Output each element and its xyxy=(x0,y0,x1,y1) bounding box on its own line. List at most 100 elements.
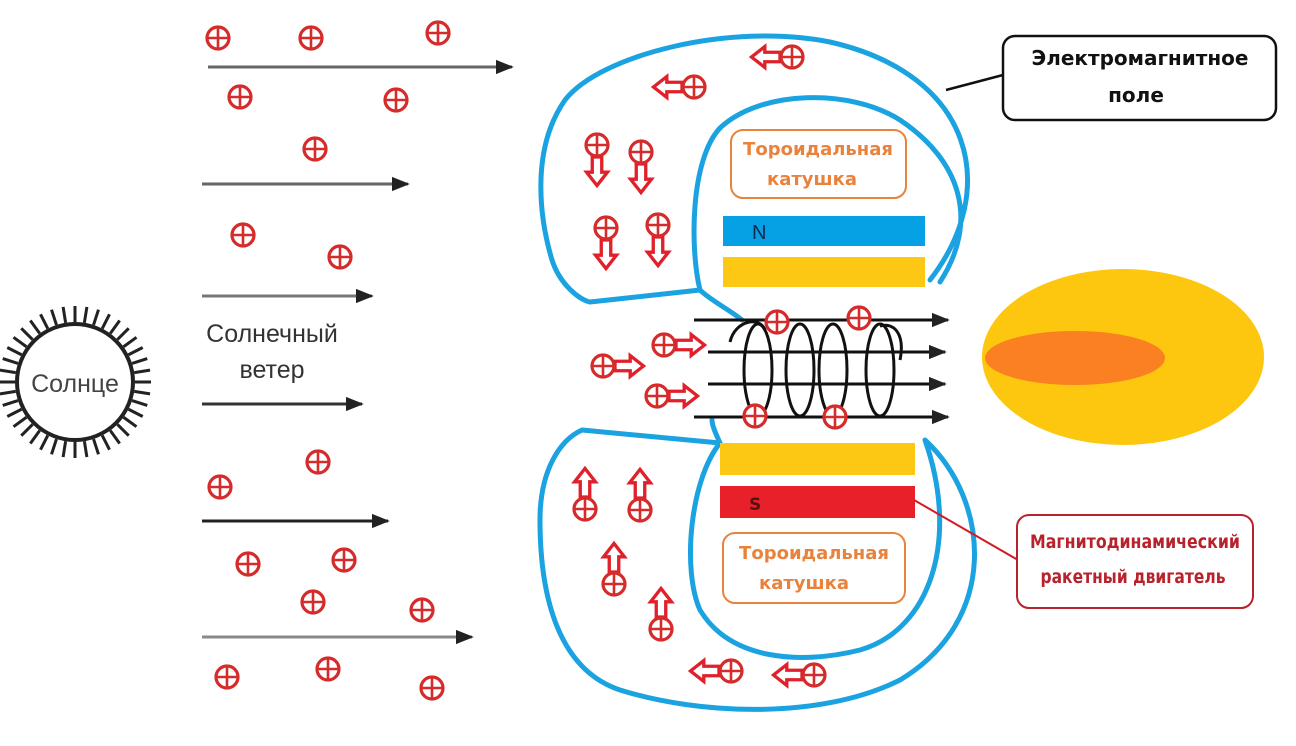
magnet-yellow-top xyxy=(723,257,925,287)
sun-ray xyxy=(2,357,19,365)
coil-bottom-line2: катушка xyxy=(759,573,849,594)
arrow-up-icon xyxy=(572,466,598,499)
field-line-upper-inner xyxy=(697,287,745,323)
proton-icon xyxy=(742,403,768,429)
proton-icon xyxy=(648,616,674,642)
coil-top-line1: Тороидальная xyxy=(743,139,893,160)
proton-with-arrow xyxy=(645,212,671,268)
sun-ray xyxy=(20,327,34,341)
solar-wind-label-line2: ветер xyxy=(239,356,304,384)
engine-callout: Магнитодинамический ракетный двигатель xyxy=(913,499,1254,609)
sun-ray xyxy=(6,407,23,418)
arrow-right-icon xyxy=(613,353,646,379)
arrow-right-icon xyxy=(667,383,700,409)
proton-icon xyxy=(207,474,233,500)
em-field-line1: Электромагнитное xyxy=(1032,46,1249,70)
proton-with-arrow xyxy=(648,586,674,642)
sun-ray xyxy=(131,399,148,407)
proton-icon xyxy=(298,25,324,51)
proton-icon xyxy=(584,132,610,158)
field-line-upper-outer xyxy=(538,33,971,305)
sun-ray xyxy=(109,319,121,335)
arrow-down-icon xyxy=(593,238,619,271)
sun-ray xyxy=(122,336,138,348)
arrow-up-icon xyxy=(627,467,653,500)
sun-ray xyxy=(82,441,89,458)
sun-ray xyxy=(29,319,41,335)
arrow-down-icon xyxy=(628,162,654,195)
proton-icon xyxy=(628,139,654,165)
electromagnetic-field-lines xyxy=(537,33,977,712)
proton-with-arrow xyxy=(651,332,707,358)
proton-with-arrow xyxy=(644,383,700,409)
proton-icon xyxy=(846,305,872,331)
proton-icon xyxy=(645,212,671,238)
arrow-left-icon xyxy=(771,662,804,688)
arrow-up-icon xyxy=(601,541,627,574)
magnet-north-label: N xyxy=(752,222,766,244)
sun-ray xyxy=(50,309,58,326)
engine-line1: Магнитодинамический xyxy=(1030,531,1240,553)
proton-icon xyxy=(590,353,616,379)
proton-with-arrow xyxy=(749,44,805,70)
field-line-lower-outer xyxy=(537,427,977,712)
proton-icon xyxy=(205,25,231,51)
sun-ray xyxy=(82,306,89,323)
proton-icon xyxy=(302,136,328,162)
proton-icon xyxy=(235,551,261,577)
proton-icon xyxy=(681,74,707,100)
sun-ray xyxy=(61,441,68,458)
proton-icon xyxy=(419,675,445,701)
sun-label: Солнце xyxy=(31,370,119,398)
sun-ray xyxy=(122,416,138,428)
sun-ray xyxy=(39,434,50,451)
proton-icon xyxy=(627,497,653,523)
proton-with-arrow xyxy=(771,662,827,688)
proton-icon xyxy=(601,571,627,597)
arrow-left-icon xyxy=(688,658,721,684)
magnet-south-block: S xyxy=(720,486,915,518)
proton-with-arrow xyxy=(572,466,598,522)
sun-ray xyxy=(109,429,121,445)
proton-icon xyxy=(644,383,670,409)
engine-line2: ракетный двигатель xyxy=(1041,566,1226,588)
arrow-down-icon xyxy=(645,235,671,268)
sun-ray xyxy=(100,313,111,330)
sun-icon xyxy=(0,306,151,458)
arrow-right-icon xyxy=(674,332,707,358)
proton-icon xyxy=(409,597,435,623)
sun-ray xyxy=(0,368,16,375)
proton-icon xyxy=(572,496,598,522)
proton-with-arrow xyxy=(651,74,707,100)
sun-ray xyxy=(6,346,23,357)
proton-icon xyxy=(593,215,619,241)
arrow-down-icon xyxy=(584,155,610,188)
proton-icon xyxy=(801,662,827,688)
sun-ray xyxy=(92,438,100,455)
arrow-left-icon xyxy=(749,44,782,70)
sun-ray xyxy=(127,346,144,357)
sun-ray xyxy=(0,389,16,396)
plasma-plume xyxy=(982,269,1264,445)
proton-icon xyxy=(315,656,341,682)
proton-with-arrow xyxy=(627,467,653,523)
em-field-callout: Электромагнитное поле xyxy=(945,34,1278,122)
sun-ray xyxy=(92,309,100,326)
sun-ray xyxy=(2,399,19,407)
proton-with-arrow xyxy=(593,215,619,271)
magnet-yellow-bottom xyxy=(720,443,915,475)
solenoid-core xyxy=(694,312,950,425)
sun-ray xyxy=(61,306,68,323)
field-line-lower-inner xyxy=(709,417,723,446)
proton-icon xyxy=(305,449,331,475)
arrow-up-icon xyxy=(648,586,674,619)
solar-wind: Солнечный ветер xyxy=(202,59,514,645)
em-field-line2: поле xyxy=(1108,83,1164,107)
proton-icon xyxy=(300,589,326,615)
proton-with-arrow xyxy=(628,139,654,195)
sun-ray xyxy=(134,389,151,396)
sun-ray xyxy=(116,423,130,437)
sun: Солнце xyxy=(0,306,151,458)
proton-icon xyxy=(327,244,353,270)
